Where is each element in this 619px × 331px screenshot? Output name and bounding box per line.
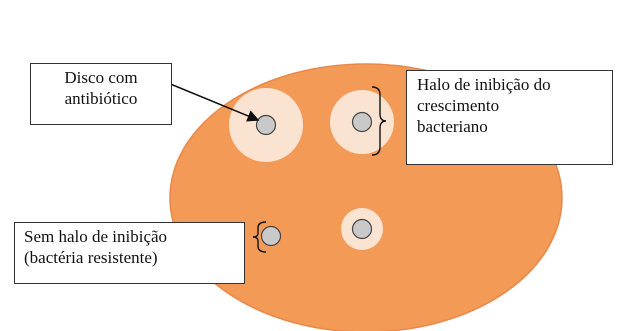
no-halo-label: Sem halo de inibição (bactéria resistent… [14, 222, 245, 284]
antibiotic-disk [353, 220, 372, 239]
disk-label-line-1: Disco com [39, 67, 163, 88]
halo-label-line-3: bacteriano [417, 116, 604, 137]
disk-with-large-halo [229, 88, 303, 162]
disk-with-antibiotic-label: Disco com antibiótico [30, 63, 172, 125]
disk-with-halo [330, 90, 394, 154]
halo-label-line-2: crescimento [417, 95, 604, 116]
antibiotic-disk [353, 113, 372, 132]
no-halo-label-line-2: (bactéria resistente) [24, 247, 236, 268]
antibiotic-disk [257, 116, 276, 135]
halo-label-line-1: Halo de inibição do [417, 74, 604, 95]
no-halo-label-line-1: Sem halo de inibição [24, 226, 236, 247]
disk-without-halo [262, 227, 281, 246]
antibiotic-disk [262, 227, 281, 246]
inhibition-halo-label: Halo de inibição do crescimento bacteria… [406, 70, 613, 165]
disk-with-small-halo [341, 208, 383, 250]
disk-label-line-2: antibiótico [39, 88, 163, 109]
